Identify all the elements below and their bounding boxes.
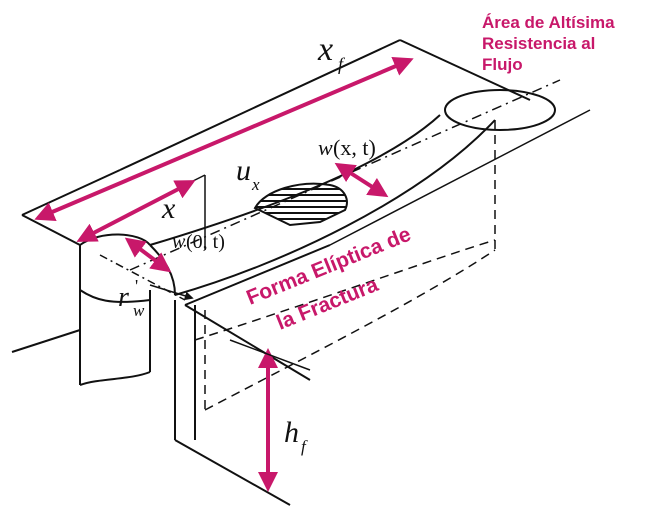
height-ref-upper-line bbox=[329, 109, 591, 246]
fracture-bottom-edge bbox=[174, 439, 291, 506]
fracture-lower-dashed bbox=[204, 249, 496, 411]
area-label-line1: Área de Altísima bbox=[482, 13, 615, 32]
rw-label-sub: w bbox=[133, 301, 145, 320]
fracture-mid-edge bbox=[184, 304, 311, 381]
x-label: x bbox=[161, 192, 176, 225]
w0t-arrow bbox=[124, 237, 172, 273]
block-top-back-edge bbox=[21, 169, 121, 216]
hf-top-ref-line bbox=[229, 339, 311, 371]
hatched-ellipse-section bbox=[253, 182, 348, 227]
ux-label-sub: x bbox=[251, 175, 260, 194]
wellbore-axis-dashed bbox=[99, 254, 186, 301]
x-arrow bbox=[76, 180, 196, 242]
hf-label-main: h bbox=[284, 416, 299, 449]
wxt-label-w: w bbox=[318, 135, 333, 160]
xf-label: x f bbox=[317, 31, 346, 74]
w0t-label: w (0, t) bbox=[172, 231, 225, 253]
wxt-label: w (x, t) bbox=[318, 135, 376, 160]
block-top-left-edge bbox=[21, 214, 81, 246]
tip-resistance-ellipse bbox=[444, 89, 556, 131]
w0t-label-w: w bbox=[172, 231, 186, 253]
left-ground-line bbox=[11, 329, 81, 353]
area-label-line2: Resistencia al bbox=[482, 34, 595, 53]
hf-label-sub: f bbox=[301, 437, 308, 456]
rw-label-main: r bbox=[118, 282, 129, 313]
xf-label-main: x bbox=[317, 31, 333, 68]
wxt-arrow bbox=[334, 162, 389, 198]
fracture-face-upper-edge bbox=[184, 244, 331, 306]
w0t-label-args: (0, t) bbox=[186, 231, 225, 253]
hf-label: h f bbox=[284, 416, 308, 456]
rw-label: r w ' bbox=[118, 276, 145, 320]
rw-label-prime: ' bbox=[135, 276, 138, 296]
area-label-line3: Flujo bbox=[482, 55, 523, 74]
fracture-lower-outline bbox=[174, 119, 496, 296]
fracture-mid-dashed bbox=[194, 239, 496, 341]
xf-label-sub: f bbox=[338, 54, 346, 74]
rw-leader-arrow bbox=[149, 284, 194, 301]
fracture-cross-section bbox=[253, 182, 348, 227]
block-bottom-edge bbox=[79, 371, 151, 386]
ux-label: u x bbox=[236, 154, 260, 194]
wellbore-inner-arc bbox=[79, 289, 151, 303]
wxt-label-args: (x, t) bbox=[333, 135, 376, 160]
ux-label-main: u bbox=[236, 154, 251, 187]
